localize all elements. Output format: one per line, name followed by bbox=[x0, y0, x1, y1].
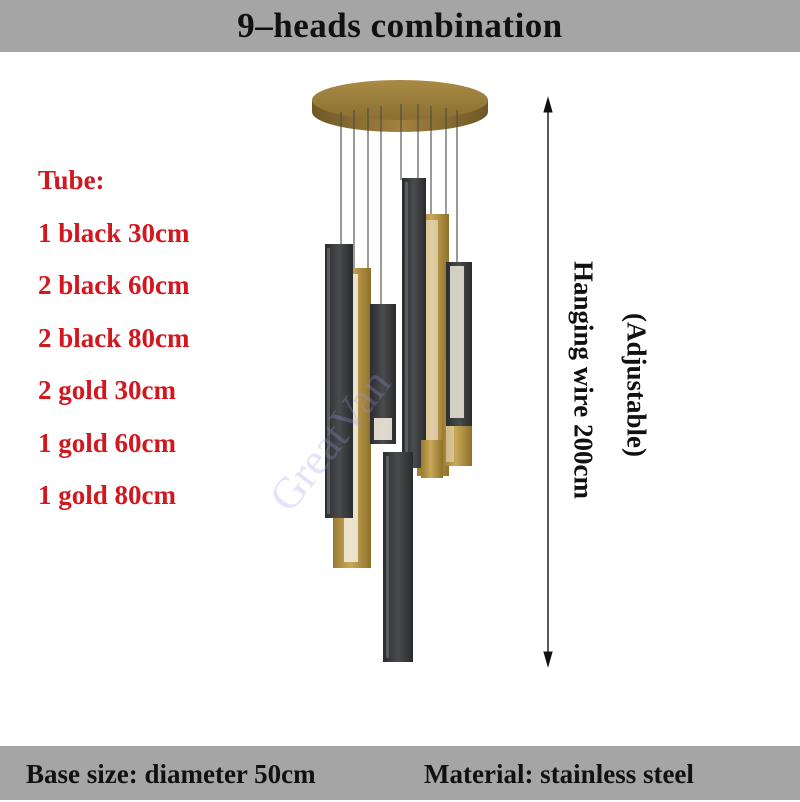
tube-spec-item: 1 gold 60cm bbox=[38, 427, 176, 458]
tube-spec-item: 2 black 60cm bbox=[38, 270, 190, 300]
tube-spec-item: 1 gold 80cm bbox=[38, 480, 176, 510]
material-text: Material: stainless steel bbox=[424, 759, 694, 789]
hanging-wire-label: Hanging wire 200cm bbox=[568, 261, 599, 499]
adjustable-note: (Adjustable) bbox=[621, 312, 652, 458]
tube-spec-item: 2 gold 30cm bbox=[38, 375, 176, 405]
tube-black-30cm bbox=[370, 304, 396, 444]
header-bar: 9–heads combination bbox=[0, 0, 800, 52]
dimension-arrow bbox=[543, 96, 553, 668]
tube-spec-list: Tube: 1 black 30cm 2 black 60cm 2 black … bbox=[38, 158, 190, 526]
tube-black-60cm bbox=[325, 244, 353, 518]
base-size-text: Base size: diameter 50cm bbox=[26, 759, 316, 789]
tube-spec-item: 2 black 80cm bbox=[38, 322, 190, 353]
ceiling-canopy bbox=[312, 80, 488, 132]
page-title: 9–heads combination bbox=[237, 6, 563, 45]
tube-spec-item: 1 black 30cm bbox=[38, 217, 190, 248]
tube-spec-heading: Tube: bbox=[38, 165, 105, 195]
tube-black-80cm-front-bottom bbox=[383, 452, 413, 662]
tube-gold-30cm-small bbox=[421, 440, 443, 478]
footer-bar: Base size: diameter 50cm Material: stain… bbox=[0, 746, 800, 800]
tube-black-60cm-right bbox=[446, 262, 472, 426]
tube-black-80cm-front-top bbox=[402, 178, 426, 468]
